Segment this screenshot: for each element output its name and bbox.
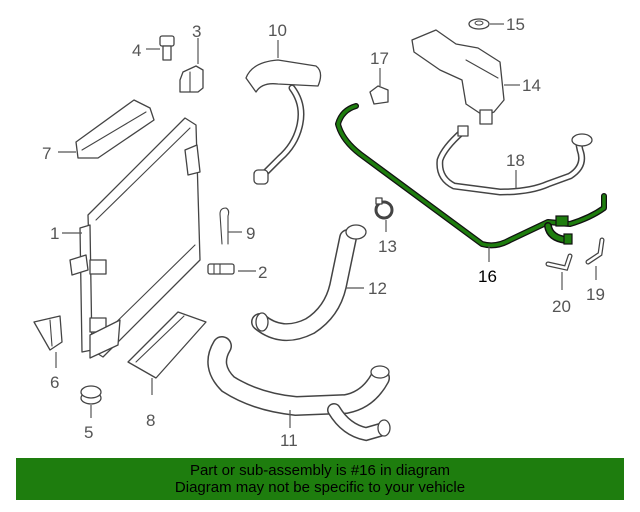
callout-11: 11 [280, 431, 298, 450]
part-17-connector[interactable] [369, 85, 389, 105]
part-9-hook[interactable] [219, 207, 230, 245]
part-19-fitting[interactable] [585, 237, 605, 265]
callout-8: 8 [146, 411, 155, 430]
part-1-radiator[interactable] [69, 117, 201, 359]
callout-9: 9 [246, 224, 255, 243]
callout-5: 5 [84, 423, 93, 442]
part-7-upper-seal[interactable] [75, 99, 155, 159]
callout-6: 6 [50, 373, 59, 392]
info-banner: Part or sub-assembly is #16 in diagram D… [16, 458, 624, 500]
part-14-reservoir[interactable] [411, 29, 505, 125]
part-16-hose-highlighted[interactable] [335, 103, 607, 249]
callout-3: 3 [192, 22, 201, 41]
part-18-heater-hose[interactable] [436, 125, 593, 196]
part-12-hose[interactable] [251, 224, 367, 341]
callout-2: 2 [258, 263, 267, 282]
part-3-bracket[interactable] [179, 65, 204, 93]
callout-13: 13 [378, 237, 397, 256]
callout-7: 7 [42, 144, 51, 163]
banner-line-2: Diagram may not be specific to your vehi… [174, 479, 466, 496]
callout-10: 10 [268, 21, 287, 40]
part-10-upper-hose[interactable] [245, 59, 322, 185]
callout-19: 19 [586, 285, 605, 304]
part-5-grommet[interactable] [80, 385, 102, 405]
callout-1: 1 [50, 224, 59, 243]
callout-17: 17 [370, 49, 389, 68]
callout-18: 18 [506, 151, 525, 170]
part-11-lower-hose[interactable] [207, 336, 391, 442]
part-6-deflector[interactable] [33, 315, 63, 351]
part-2-drain-plug[interactable] [207, 263, 235, 275]
banner-line-1: Part or sub-assembly is #16 in diagram [189, 462, 451, 479]
callout-12: 12 [368, 279, 387, 298]
callout-14: 14 [522, 76, 541, 95]
part-8-lower-seal[interactable] [127, 311, 207, 379]
callout-15: 15 [506, 15, 525, 34]
callout-16: 16 [478, 267, 497, 286]
part-20-fitting[interactable] [545, 253, 573, 271]
callout-20: 20 [552, 297, 571, 316]
part-4-bolt[interactable] [159, 35, 175, 61]
part-13-clamp[interactable] [374, 197, 394, 220]
callout-4: 4 [132, 41, 141, 60]
part-15-cap[interactable] [468, 18, 490, 30]
